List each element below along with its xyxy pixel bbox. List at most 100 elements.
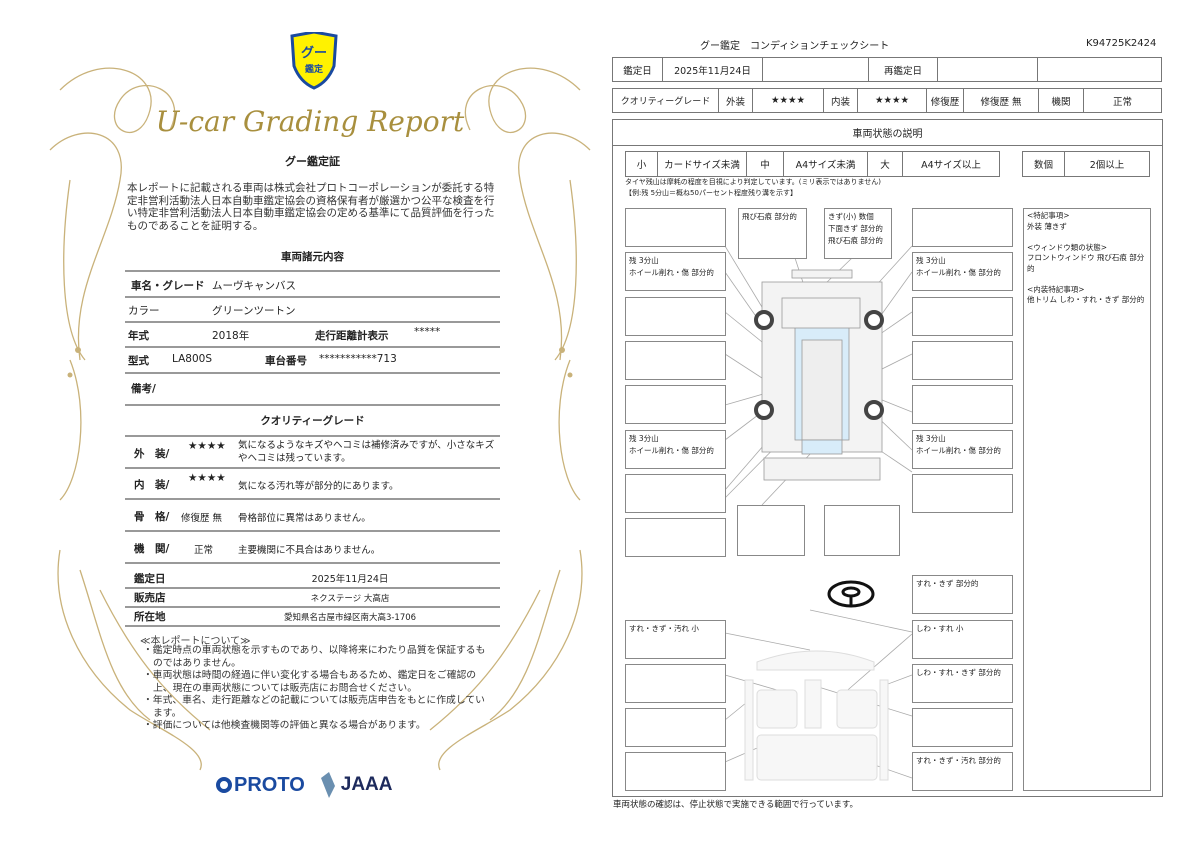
legend-several: 数個 <box>1022 151 1065 177</box>
grade-interior-value: ★★★★ <box>188 472 226 484</box>
repair-value: 修復歴 無 <box>963 88 1039 113</box>
grade-engine-label: 機 関/ <box>134 543 170 555</box>
color-label: カラー <box>128 305 160 317</box>
svg-text:鑑定: 鑑定 <box>305 63 324 75</box>
grade-interior-label: 内 装/ <box>134 479 170 491</box>
goo-kantei-logo: グー 鑑定 <box>288 30 340 90</box>
note-item: ・鑑定時点の車両状態を示すものであり、以降将来にわたり品質を保証するものではあり… <box>143 645 486 669</box>
front-right-wheel-box: 残 3分山 ホイール削れ・傷 部分的 <box>912 252 1013 291</box>
sheet-code: K94725K2424 <box>1086 38 1157 49</box>
proto-mark-icon <box>216 777 232 793</box>
model-value: LA800S <box>172 353 212 365</box>
name-label: 車名・グレード <box>131 280 205 292</box>
right-trim-box: しわ・すれ・きず 部分的 <box>912 664 1013 703</box>
legend-medium-desc: A4サイズ未満 <box>783 151 868 177</box>
note-item: ・年式、車名、走行距離などの記載については販売店申告をもとに作成しています。 <box>143 695 485 719</box>
chassis-label: 車台番号 <box>265 355 307 367</box>
repair-label: 修復歴 <box>926 88 964 113</box>
jaaa-mark-icon <box>320 772 335 798</box>
exterior-box <box>737 505 805 556</box>
reinspect-value <box>937 57 1038 82</box>
interior-box <box>912 708 1013 747</box>
proto-logo: PROTO <box>216 774 305 797</box>
dealer-label: 販売店 <box>134 592 166 604</box>
remarks-box: <特記事項> 外装 薄きず <ウィンドウ類の状態> フロントウィンドウ 飛び石痕… <box>1023 208 1151 791</box>
exterior-box <box>912 208 1013 247</box>
tire-note: タイヤ残山は摩耗の程度を目視により判定しています。(ミリ表示ではありません) <box>625 178 881 186</box>
name-value: ムーヴキャンバス <box>212 280 296 292</box>
legend-medium: 中 <box>746 151 784 177</box>
note-text: 車両状態は時間の経過に伴い変化する場合もあるため、鑑定日をご確認の上、現在の車両… <box>152 670 477 694</box>
section-title: 車両状態の説明 <box>612 119 1163 146</box>
car-interior-view <box>744 650 889 781</box>
svg-text:グー: グー <box>301 45 327 61</box>
grade-frame-label: 骨 格/ <box>134 511 170 523</box>
address-value: 愛知県名古屋市緑区南大高3-1706 <box>283 613 417 623</box>
right-seat-box: しわ・すれ 小 <box>912 620 1013 659</box>
steering-box: すれ・きず 部分的 <box>912 575 1013 614</box>
legend-large: 大 <box>867 151 903 177</box>
date-label: 鑑定日 <box>612 57 663 82</box>
year-value: 2018年 <box>212 330 250 342</box>
grade-engine-value: 正常 <box>194 545 214 556</box>
exterior-box <box>824 505 900 556</box>
blank-cell <box>1037 57 1162 82</box>
odometer-label: 走行距離計表示 <box>315 330 389 342</box>
blank-cell <box>762 57 869 82</box>
year-label: 年式 <box>128 330 149 342</box>
exterior-box <box>625 474 726 513</box>
interior-box <box>625 708 726 747</box>
engine-label: 機関 <box>1038 88 1084 113</box>
notes-heading: ≪本レポートについて≫ <box>140 636 251 647</box>
address-label: 所在地 <box>134 611 166 623</box>
tire-icons <box>754 310 884 420</box>
tire-example: 【例:残 5分山＝概ね50パーセント程度残り溝を示す】 <box>625 189 797 197</box>
exterior-box <box>912 297 1013 336</box>
legend-several-desc: 2個以上 <box>1064 151 1150 177</box>
exterior-box <box>912 385 1013 424</box>
specs-heading: 車両諸元内容 <box>281 251 344 263</box>
ext-label: 外装 <box>718 88 753 113</box>
exterior-box <box>912 474 1013 513</box>
grade-engine-desc: 主要機関に不具合はありません。 <box>238 545 381 556</box>
exterior-box <box>625 518 726 557</box>
sheet-footer: 車両状態の確認は、停止状態で実施できる範囲で行っています。 <box>613 800 859 810</box>
note-item: ・評価については他検査機関等の評価と異なる場合があります。 <box>143 720 426 731</box>
certificate-heading: グー鑑定証 <box>285 155 340 168</box>
jaaa-logo-text: JAAA <box>340 774 393 795</box>
grade-heading: クオリティーグレード <box>260 415 365 427</box>
dealer-value: ネクステージ 大高店 <box>310 594 390 604</box>
inspection-date-label: 鑑定日 <box>134 573 166 585</box>
remarks-label: 備考/ <box>131 383 156 395</box>
grade-exterior-value: ★★★★ <box>188 440 226 452</box>
note-text: 鑑定時点の車両状態を示すものであり、以降将来にわたり品質を保証するものではありま… <box>152 645 486 669</box>
gold-ornament-frame <box>49 67 591 771</box>
report-title: U-car Grading Report <box>155 105 465 138</box>
note-item: ・車両状態は時間の経過に伴い変化する場合もあるため、鑑定日をご確認の上、現在の車… <box>143 670 477 694</box>
car-top-view <box>761 269 883 481</box>
grade-frame-desc: 骨格部位に異常はありません。 <box>238 513 371 524</box>
note-text: 年式、車名、走行距離などの記載については販売店申告をもとに作成しています。 <box>152 695 485 719</box>
grade-label: クオリティーグレード <box>612 88 719 113</box>
interior-box <box>625 664 726 703</box>
exterior-box <box>625 341 726 380</box>
engine-value: 正常 <box>1083 88 1162 113</box>
grade-exterior-label: 外 装/ <box>134 448 170 460</box>
dashboard-box: すれ・きず・汚れ 小 <box>625 620 726 659</box>
sheet-title: グー鑑定 コンディションチェックシート <box>700 41 890 52</box>
odometer-value: ***** <box>414 326 441 338</box>
exterior-box <box>625 208 726 247</box>
jaaa-logo: JAAA <box>319 772 393 798</box>
model-label: 型式 <box>128 355 149 367</box>
interior-box <box>625 752 726 791</box>
intro-text: 本レポートに記載される車両は株式会社プロトコーポレーションが委託する特定非営利活… <box>127 182 495 232</box>
proto-logo-text: PROTO <box>234 773 305 796</box>
date-value: 2025年11月24日 <box>662 57 763 82</box>
front-lower-box: きず(小) 数個 下面きず 部分的 飛び石痕 部分的 <box>824 208 892 259</box>
exterior-box <box>625 385 726 424</box>
front-bumper-box: 飛び石痕 部分的 <box>738 208 807 259</box>
color-value: グリーンツートン <box>212 305 296 317</box>
rear-left-wheel-box: 残 3分山 ホイール削れ・傷 部分的 <box>625 430 726 469</box>
exterior-box <box>912 341 1013 380</box>
car-diagram <box>724 245 913 781</box>
